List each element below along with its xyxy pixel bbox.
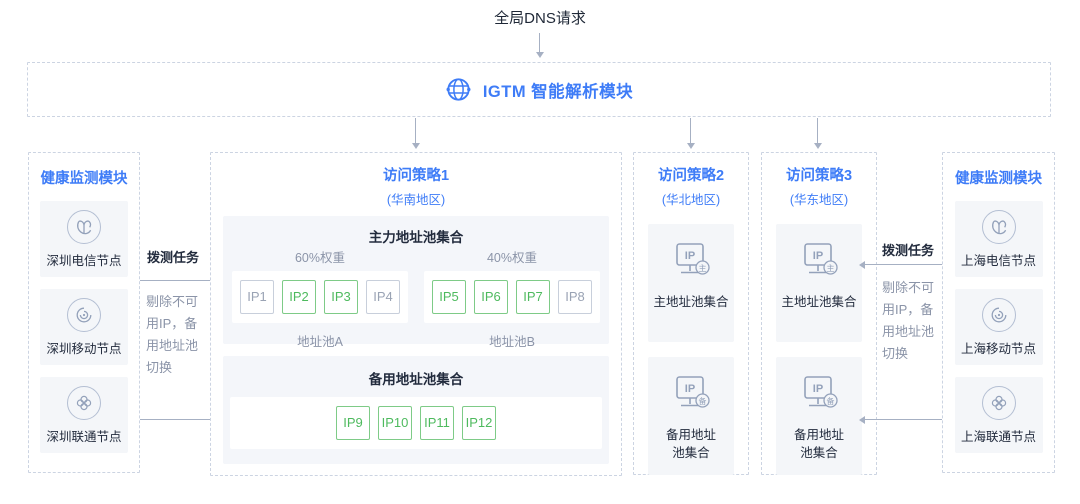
monitor-ip-backup-icon: IP 备 xyxy=(796,372,842,421)
node-card-shenzhen-telecom: 深圳电信节点 xyxy=(40,201,128,277)
pool-b-group: 40%权重 IP5 IP6 IP7 IP8 地址池B xyxy=(424,247,600,350)
arrow-dns-to-igtm xyxy=(535,33,544,58)
pool-a-weight: 60%权重 xyxy=(294,251,346,265)
arrow-igtm-to-policy1 xyxy=(411,118,420,149)
globe-icon xyxy=(445,76,472,103)
policy3-primary-pool-card: IP 主 主地址池集合 xyxy=(776,224,862,342)
arrow-monitor-right-to-primary-pool xyxy=(859,260,942,269)
mobile-icon xyxy=(67,297,101,332)
policy3-region: (华东地区) xyxy=(789,193,849,207)
ip-box: IP12 xyxy=(462,406,496,440)
arrow-igtm-to-policy3 xyxy=(813,118,822,149)
probe-task-label-right: 拨测任务 xyxy=(882,243,935,258)
node-label: 上海联通节点 xyxy=(960,429,1036,444)
node-card-shanghai-unicom: 上海联通节点 xyxy=(954,377,1043,453)
node-card-shenzhen-mobile: 深圳移动节点 xyxy=(40,289,128,365)
svg-text:主: 主 xyxy=(699,263,707,273)
policy1-title: 访问策略1 xyxy=(382,168,450,184)
svg-text:IP: IP xyxy=(813,383,823,395)
arrow-igtm-to-policy2 xyxy=(686,118,695,149)
igtm-module-box: IGTM 智能解析模块 xyxy=(27,62,1051,117)
monitor-ip-backup-icon: IP 备 xyxy=(668,372,714,421)
monitor-ip-primary-icon: IP 主 xyxy=(668,239,714,288)
health-monitor-title: 健康监测模块 xyxy=(40,171,128,187)
unicom-icon xyxy=(67,385,101,420)
svg-text:备: 备 xyxy=(699,396,707,406)
telecom-icon xyxy=(981,209,1016,244)
pool-b-name: 地址池B xyxy=(489,335,535,349)
svg-text:IP: IP xyxy=(813,250,823,262)
ip-box: IP10 xyxy=(378,406,412,440)
backup-ip-panel: IP9 IP10 IP11 IP12 xyxy=(230,397,602,449)
access-policy1-box: 访问策略1 (华南地区) 主力地址池集合 60%权重 IP1 IP2 IP3 I… xyxy=(210,152,622,476)
ip-box: IP5 xyxy=(432,280,466,314)
access-policy2-box: 访问策略2 (华北地区) IP 主 主地址池集合 IP xyxy=(633,152,749,475)
health-monitor-module-left: 健康监测模块 深圳电信节点 深圳移动节点 xyxy=(28,152,140,473)
telecom-icon xyxy=(67,209,101,244)
probe-note-right: 剔除不可用IP，备用地址池切换 xyxy=(882,280,935,361)
pool-a-group: 60%权重 IP1 IP2 IP3 IP4 地址池A xyxy=(232,247,408,350)
pool-b-ip-panel: IP5 IP6 IP7 IP8 xyxy=(424,271,600,323)
ip-box: IP11 xyxy=(420,406,454,440)
policy2-backup-pool-card: IP 备 备用地址池集合 xyxy=(648,357,734,475)
pool-a-ip-panel: IP1 IP2 IP3 IP4 xyxy=(232,271,408,323)
monitor-ip-primary-icon: IP 主 xyxy=(796,239,842,288)
probe-task-label-left: 拨测任务 xyxy=(147,250,200,265)
primary-pool-set-title: 主力地址池集合 xyxy=(368,230,464,245)
policy3-backup-pool-card: IP 备 备用地址池集合 xyxy=(776,357,862,475)
backup-pool-set-panel: 备用地址池集合 IP9 IP10 IP11 IP12 xyxy=(223,356,609,464)
node-label: 上海移动节点 xyxy=(960,341,1036,356)
policy2-primary-pool-card: IP 主 主地址池集合 xyxy=(648,224,734,342)
ip-box: IP9 xyxy=(336,406,370,440)
backup-pool-set-title: 备用地址池集合 xyxy=(368,372,464,387)
svg-text:IP: IP xyxy=(685,250,695,262)
pool-a-name: 地址池A xyxy=(297,335,343,349)
unicom-icon xyxy=(981,385,1016,420)
primary-pool-set-panel: 主力地址池集合 60%权重 IP1 IP2 IP3 IP4 地址池A 40%权重… xyxy=(223,216,609,349)
mobile-icon xyxy=(981,297,1016,332)
arrow-monitor-right-to-backup-pool xyxy=(859,415,942,424)
policy2-region: (华北地区) xyxy=(661,193,721,207)
ip-box: IP2 xyxy=(282,280,316,314)
health-monitor-module-right: 健康监测模块 上海电信节点 上海移动节点 xyxy=(942,152,1055,473)
node-card-shenzhen-unicom: 深圳联通节点 xyxy=(40,377,128,453)
backup-pool-card-label: 备用地址池集合 xyxy=(793,428,844,461)
node-label: 深圳电信节点 xyxy=(46,253,122,268)
node-label: 深圳联通节点 xyxy=(46,429,122,444)
ip-box: IP7 xyxy=(516,280,550,314)
health-monitor-title: 健康监测模块 xyxy=(955,171,1042,187)
ip-box: IP8 xyxy=(558,280,592,314)
svg-text:备: 备 xyxy=(827,396,835,406)
policy3-title: 访问策略3 xyxy=(785,168,853,184)
node-card-shanghai-telecom: 上海电信节点 xyxy=(954,201,1043,277)
igtm-module-label: IGTM 智能解析模块 xyxy=(482,82,634,101)
ip-box: IP3 xyxy=(324,280,358,314)
access-policy3-box: 访问策略3 (华东地区) IP 主 主地址池集合 IP xyxy=(761,152,877,475)
policy2-title: 访问策略2 xyxy=(657,168,725,184)
svg-text:IP: IP xyxy=(685,383,695,395)
node-card-shanghai-mobile: 上海移动节点 xyxy=(954,289,1043,365)
node-label: 上海电信节点 xyxy=(960,253,1036,268)
primary-pool-card-label: 主地址池集合 xyxy=(781,295,857,309)
global-dns-request-title: 全局DNS请求 xyxy=(494,10,586,27)
node-label: 深圳移动节点 xyxy=(46,341,122,356)
policy1-region: (华南地区) xyxy=(386,193,446,207)
probe-note-left: 剔除不可用IP，备用地址池切换 xyxy=(146,294,199,375)
primary-pool-card-label: 主地址池集合 xyxy=(653,295,729,309)
svg-text:主: 主 xyxy=(827,263,835,273)
ip-box: IP4 xyxy=(366,280,400,314)
ip-box: IP1 xyxy=(240,280,274,314)
pool-b-weight: 40%权重 xyxy=(486,251,538,265)
ip-box: IP6 xyxy=(474,280,508,314)
backup-pool-card-label: 备用地址池集合 xyxy=(665,428,716,461)
